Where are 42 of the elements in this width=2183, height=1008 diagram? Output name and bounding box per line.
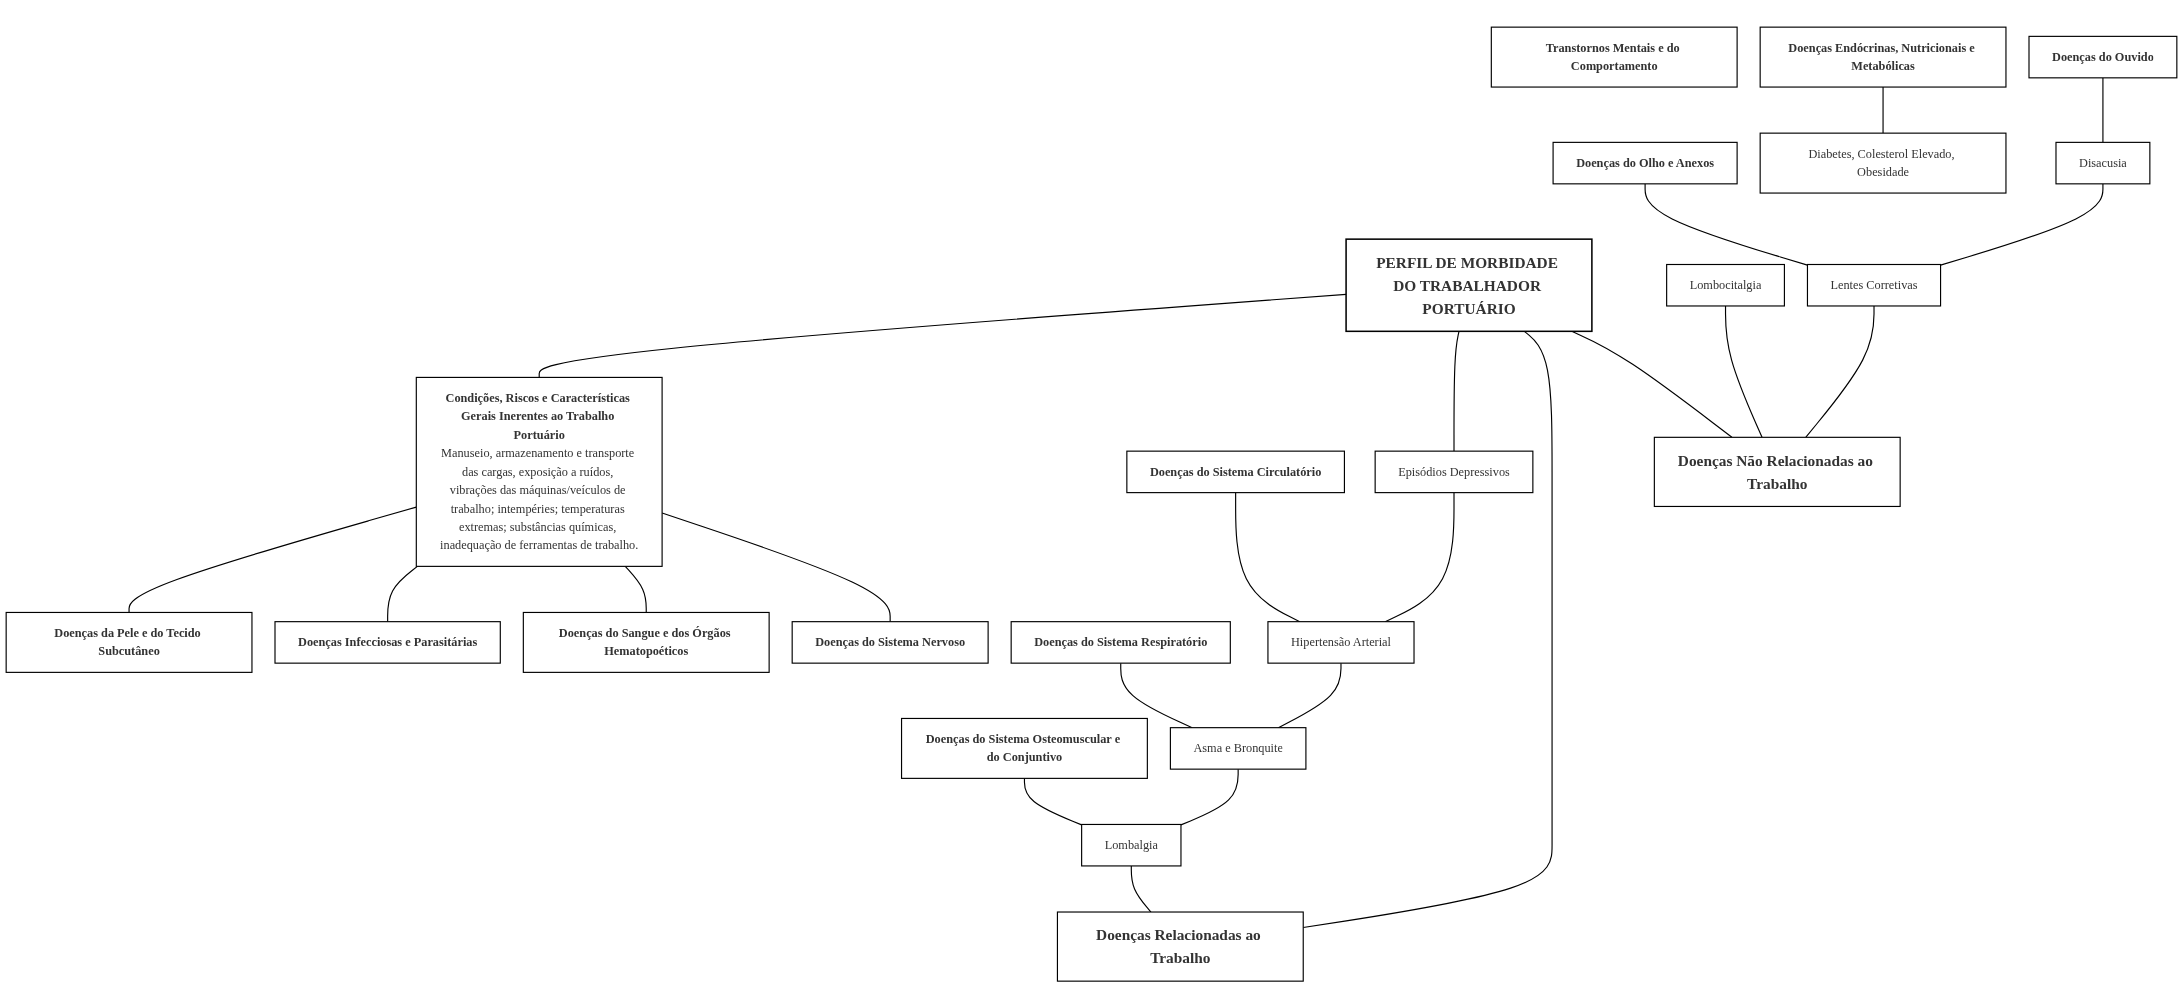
node-box: Lombocitalgia — [1666, 263, 1785, 307]
node-box: Episódios Depressivos — [1374, 450, 1534, 494]
node-box: PERFIL DE MORBIDADE DO TRABALHADOR PORTUÁRIO — [1345, 238, 1593, 332]
connector — [387, 565, 418, 623]
connector — [1235, 491, 1301, 623]
connector — [1277, 662, 1342, 729]
connector — [1724, 305, 1763, 438]
node-box: Doenças Endócrinas, Nutricionais e Metabólicas — [1759, 26, 2007, 88]
connector — [538, 293, 1347, 378]
connector — [1805, 305, 1875, 438]
node-box: Doenças do Sangue e dos Órgãos Hematopoéticos — [522, 611, 770, 673]
node-box: Disacusia — [2055, 141, 2151, 185]
node-box: Doenças Não Relacionadas ao Trabalho — [1653, 436, 1901, 507]
node-box: Asma e Bronquite — [1169, 726, 1307, 770]
connector — [1120, 662, 1193, 729]
connector — [1023, 777, 1083, 826]
connector — [1453, 330, 1460, 452]
node-box: Doenças do Ouvido — [2028, 35, 2178, 79]
node-box: Hipertensão Arterial — [1267, 620, 1415, 664]
connector — [1882, 86, 1884, 134]
node-box: Doenças do Sistema Osteomuscular e do Conjuntivo — [900, 717, 1148, 779]
connector — [1130, 865, 1152, 913]
connector — [1940, 183, 2104, 266]
node-box: Doenças do Sistema Circulatório — [1126, 450, 1345, 494]
connector — [1644, 183, 1809, 266]
node-box: Lombalgia — [1081, 823, 1182, 867]
connector — [128, 506, 417, 613]
node-box: Doenças da Pele e do Tecido Subcutâneo — [5, 611, 253, 673]
node-box: Diabetes, Colesterol Elevado, Obesidade — [1759, 132, 2007, 194]
node-box: Condições, Riscos e Características Gerais Inerentes ao Trabalho Portuário Manuseio, armazenamento e transporte das cargas, exposição a ruídos, vibrações das máquinas/veículos de trabalho; intempéries; temperaturas extremas; substâncias químicas, inadequação de ferramentas de trabalho. — [415, 376, 663, 567]
node-box: Doenças Infecciosas e Parasitárias — [274, 620, 501, 664]
node-box: Doenças do Sistema Respiratório — [1010, 620, 1231, 664]
node-box: Doenças Relacionadas ao Trabalho — [1056, 911, 1304, 982]
connector — [2102, 77, 2104, 143]
node-box: Doenças do Sistema Nervoso — [791, 620, 989, 664]
node-box: Doenças do Olho e Anexos — [1552, 141, 1738, 185]
connector — [624, 565, 647, 613]
connector — [1180, 768, 1239, 826]
connector — [1384, 491, 1455, 623]
node-box: Transtornos Mentais e do Comportamento — [1490, 26, 1738, 88]
connector — [1571, 330, 1733, 438]
node-box: Lentes Corretivas — [1806, 263, 1942, 307]
